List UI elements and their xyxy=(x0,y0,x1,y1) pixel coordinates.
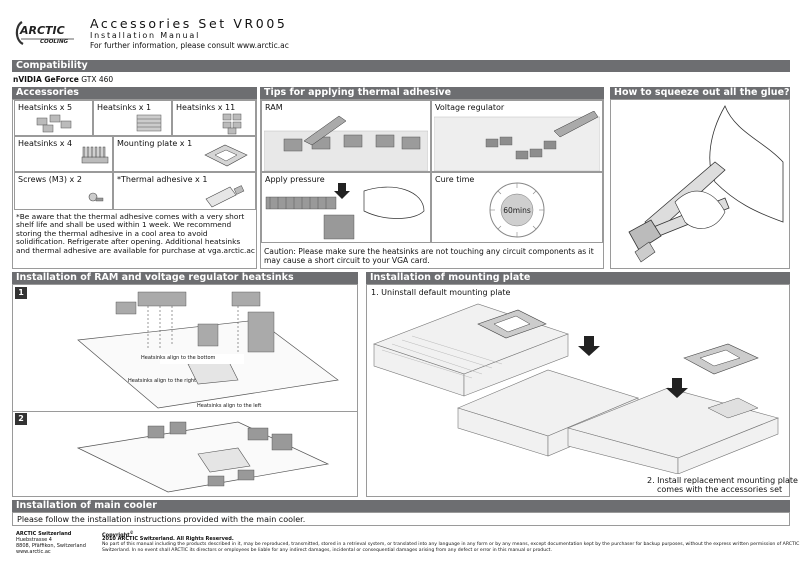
accessory-label: Heatsinks x 4 xyxy=(18,139,73,148)
squeeze-heading: How to squeeze out all the glue? xyxy=(610,87,790,99)
apply-pressure-illustration xyxy=(265,183,425,240)
info-text: For further information, please consult … xyxy=(90,41,289,50)
compatibility-heading: Compatibility xyxy=(12,60,790,72)
voltage-regulator-illustration xyxy=(434,111,600,171)
squeeze-panel xyxy=(610,99,790,269)
accessory-heatsinks-11: Heatsinks x 11 xyxy=(172,100,256,136)
tip-cure-time-label: Cure time xyxy=(435,175,475,184)
heatsink-finned-icon xyxy=(81,146,109,164)
accessory-label: Heatsinks x 1 xyxy=(97,103,152,112)
main-cooler-panel: Please follow the installation instructi… xyxy=(12,512,790,526)
pliers-illustration xyxy=(628,105,784,263)
compatible-brand: nVIDIA GeForce xyxy=(13,75,79,84)
ram-step-1-illustration xyxy=(77,291,339,409)
tip-cure-time: Cure time 60mins xyxy=(431,172,603,243)
tip-apply-pressure-label: Apply pressure xyxy=(265,175,325,184)
caution-text: Caution: Please make sure the heatsinks … xyxy=(264,247,594,265)
footer-copyright-label: Copyright© xyxy=(102,530,134,539)
arctic-logo: ARCTIC COOLING xyxy=(14,18,80,48)
heatsink-small-icon xyxy=(36,114,72,133)
tip-apply-pressure: Apply pressure xyxy=(261,172,431,243)
accessory-heatsinks-4: Heatsinks x 4 xyxy=(14,136,113,172)
align-left-label: Heatsinks align to the left xyxy=(197,403,262,409)
thermal-adhesive-note: *Be aware that the thermal adhesive come… xyxy=(16,212,255,255)
footer-legal-1: No part of this manual including the pro… xyxy=(102,542,800,547)
footer-company: ARCTIC Switzerland xyxy=(16,531,72,537)
footer-copyright-line: 2010 ARCTIC Switzerland. All Rights Rese… xyxy=(102,536,234,542)
align-bottom-label: Heatsinks align to the bottom xyxy=(141,355,216,361)
mounting-step-2-text-2: comes with the accessories set xyxy=(657,485,783,494)
footer-legal-2: Switzerland. In no event shall ARCTIC it… xyxy=(102,548,552,553)
copyright-symbol-icon: © xyxy=(129,530,134,535)
mounting-step-1-text: 1. Uninstall default mounting plate xyxy=(371,288,511,297)
mounting-plate-illustration xyxy=(373,303,779,474)
heatsink-stack-icon xyxy=(222,113,242,135)
screw-icon xyxy=(88,192,104,202)
align-right-label: Heatsinks align to the right xyxy=(128,378,197,384)
logo-text-top: ARCTIC xyxy=(19,24,65,37)
tips-heading: Tips for applying thermal adhesive xyxy=(260,87,604,99)
ram-illustration xyxy=(264,115,428,171)
footer-address-1: Huebstrasse 4 xyxy=(16,537,52,543)
step-divider xyxy=(13,411,357,412)
accessory-label: Screws (M3) x 2 xyxy=(18,175,82,184)
accessory-screws: Screws (M3) x 2 xyxy=(14,172,113,210)
accessory-mounting-plate: Mounting plate x 1 xyxy=(113,136,256,172)
accessory-heatsinks-5: Heatsinks x 5 xyxy=(14,100,93,136)
tip-voltage-regulator: Voltage regulator xyxy=(431,100,603,172)
copyright-label: Copyright xyxy=(102,532,130,539)
compatible-model: nVIDIA GeForce GTX 460 xyxy=(13,75,113,84)
mounting-step-2-text-1: 2. Install replacement mounting plate xyxy=(647,476,798,485)
ram-step-2-illustration xyxy=(76,421,330,493)
adhesive-tube-icon xyxy=(205,185,245,208)
tip-voltage-regulator-label: Voltage regulator xyxy=(435,103,505,112)
compatible-model-number: GTX 460 xyxy=(81,75,114,84)
main-cooler-text: Please follow the installation instructi… xyxy=(17,515,306,524)
accessory-heatsinks-1: Heatsinks x 1 xyxy=(93,100,172,136)
mounting-heading: Installation of mounting plate xyxy=(366,272,790,284)
page-subtitle: Installation Manual xyxy=(90,31,201,40)
footer-website: www.arctic.ac xyxy=(16,549,51,555)
accessories-heading: Accessories xyxy=(12,87,257,99)
page-title: Accessories Set VR005 xyxy=(90,16,288,31)
ram-install-heading: Installation of RAM and voltage regulato… xyxy=(12,272,358,284)
tip-ram-label: RAM xyxy=(265,103,283,112)
ram-step-2-badge: 2 xyxy=(15,413,27,425)
accessory-thermal-adhesive: *Thermal adhesive x 1 xyxy=(113,172,256,210)
clock-icon: 60mins xyxy=(489,182,545,238)
ram-step-1-badge: 1 xyxy=(15,287,27,299)
heatsink-large-icon xyxy=(136,114,162,132)
logo-text-bottom: COOLING xyxy=(40,39,69,45)
mounting-plate-icon xyxy=(204,144,248,167)
accessory-label: Heatsinks x 11 xyxy=(176,103,236,112)
footer-address-2: 8808, Pfäffikon, Switzerland xyxy=(16,543,86,549)
tip-ram: RAM xyxy=(261,100,431,172)
cure-time-value: 60mins xyxy=(503,206,531,215)
accessory-label: *Thermal adhesive x 1 xyxy=(117,175,208,184)
accessory-label: Heatsinks x 5 xyxy=(18,103,73,112)
main-cooler-heading: Installation of main cooler xyxy=(12,500,790,512)
accessory-label: Mounting plate x 1 xyxy=(117,139,193,148)
